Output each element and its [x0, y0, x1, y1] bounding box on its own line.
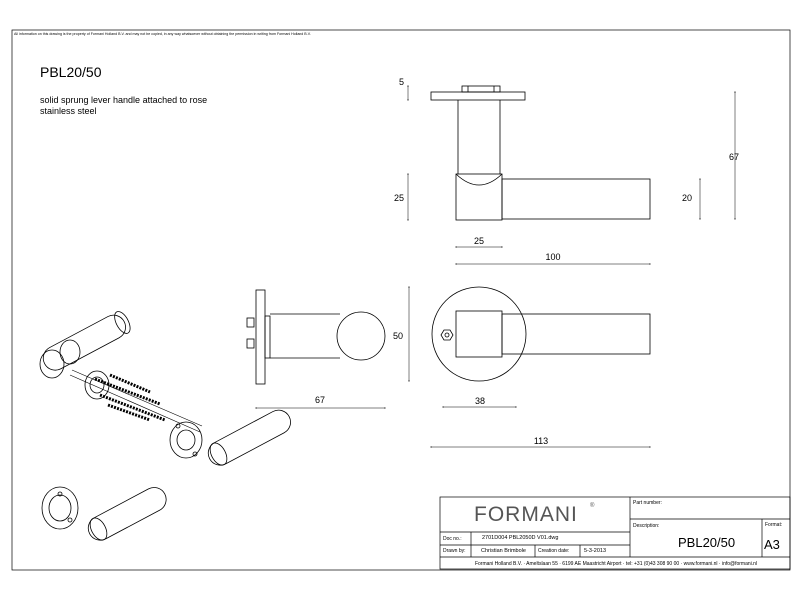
created-label: Creation date: — [538, 548, 570, 554]
doc-value: 2701D004 PBL2050D V01.dwg — [482, 535, 559, 541]
brand-registered-mark: ® — [590, 503, 595, 509]
drawn-value: Christian Brimbole — [481, 548, 526, 554]
dim-side-projection: 67 — [315, 395, 325, 405]
dimension-labels: 5 67 25 20 25 100 50 67 38 113 — [315, 77, 739, 446]
top-view — [430, 85, 651, 221]
dim-rose-height: 25 — [394, 193, 404, 203]
description-line: stainless steel — [40, 106, 97, 116]
dim-total-height: 67 — [729, 152, 739, 162]
model-title: PBL20/50 — [40, 64, 102, 80]
description-label: Description: — [633, 523, 660, 529]
dim-lever-length: 100 — [545, 252, 560, 262]
description-value: PBL20/50 — [678, 535, 736, 550]
dim-lever-thickness: 20 — [682, 193, 692, 203]
front-view — [431, 286, 651, 382]
dimension-lines — [255, 85, 736, 448]
company-footer: Formani Holland B.V. · Ameltslaan 55 · 6… — [474, 561, 758, 567]
format-value: A3 — [764, 537, 780, 552]
title-block-grid — [439, 496, 791, 570]
drawn-label: Drawn by: — [443, 548, 466, 554]
description-line: solid sprung lever handle attached to ro… — [40, 95, 208, 105]
copyright-notice: All information on this drawing is the p… — [14, 32, 311, 36]
exploded-view — [39, 311, 291, 541]
part-number-label: Part number: — [633, 500, 662, 506]
dim-rose-center: 38 — [475, 396, 485, 406]
dim-overall-length: 113 — [534, 436, 548, 446]
sheet-border — [11, 29, 791, 571]
side-view — [246, 289, 386, 385]
brand-logo: FORMANI — [474, 503, 578, 526]
created-value: 5-3-2013 — [584, 548, 607, 554]
dim-rose-width: 25 — [474, 236, 484, 246]
dim-rose-diameter: 50 — [393, 331, 403, 341]
product-description: solid sprung lever handle attached to ro… — [40, 95, 207, 117]
doc-label: Doc no.: — [443, 536, 462, 542]
format-label: Format: — [765, 522, 783, 528]
dim-rose-thickness: 5 — [399, 77, 404, 87]
